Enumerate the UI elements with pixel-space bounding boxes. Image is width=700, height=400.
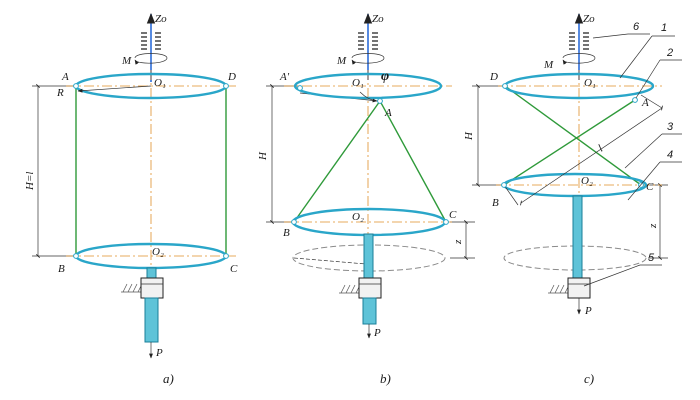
center-o2-label-b: O₂ xyxy=(352,211,364,223)
figure-a: Zo M H=l R A D B C O₁ O₂ xyxy=(24,12,238,386)
center-o1-label-c: O₁ xyxy=(584,77,596,89)
axis-label-a: Zo xyxy=(155,13,167,25)
point-d-label-c: D xyxy=(489,71,498,83)
radius-line-a xyxy=(77,85,152,93)
clamp-block-b xyxy=(358,277,382,299)
moment-arc-b xyxy=(351,53,385,65)
rod-long-b xyxy=(362,297,377,325)
ground-hatch-a xyxy=(121,283,143,293)
center-o1-label-b: O₁ xyxy=(352,77,364,89)
dim-label-z-c: z xyxy=(647,223,659,229)
force-label-b: P xyxy=(373,327,381,339)
node-c-a xyxy=(223,253,229,259)
ground-hatch-c xyxy=(548,284,570,294)
node-a-a xyxy=(73,83,79,89)
top-support-c xyxy=(569,32,589,50)
radius-label-a: R xyxy=(56,87,64,99)
point-a-label-b: A xyxy=(384,107,392,119)
callout-5: 5 xyxy=(648,252,655,264)
moment-label-b: M xyxy=(336,55,347,67)
node-c-b xyxy=(443,219,449,225)
node-a-c xyxy=(632,97,638,103)
caption-b: b) xyxy=(380,371,391,386)
node-aprime-b xyxy=(297,85,303,91)
node-b-c xyxy=(501,182,507,188)
center-o2-label-c: O₂ xyxy=(581,175,593,187)
top-support-b xyxy=(358,32,378,50)
dim-label-z-b: z xyxy=(452,239,464,245)
point-c-label-b: C xyxy=(449,209,457,221)
point-d-label-a: D xyxy=(227,71,236,83)
moment-label-c: M xyxy=(543,59,554,71)
length-label-c: l xyxy=(596,143,605,155)
caption-a: a) xyxy=(163,371,174,386)
dim-label-h-c: H xyxy=(463,131,475,141)
moment-label-a: M xyxy=(121,55,132,67)
force-label-a: P xyxy=(155,347,163,359)
center-o2-label-a: O₂ xyxy=(152,246,164,258)
rod-short-b xyxy=(363,233,374,279)
dim-line-l-c xyxy=(520,105,663,206)
dim-label-h-a: H=l xyxy=(24,172,36,191)
ground-hatch-b xyxy=(339,284,361,294)
thread-ab-b xyxy=(293,100,381,223)
callout-4: 4 xyxy=(667,149,673,161)
callouts-c: 6 1 2 3 4 5 xyxy=(583,21,682,287)
point-b-label-b: B xyxy=(283,227,290,239)
point-b-label-c: B xyxy=(492,197,499,209)
figure-b: Zo M H z φ A' A B C O₁ O₂ xyxy=(257,12,475,386)
thread-ab-c xyxy=(503,99,636,186)
point-c-label-a: C xyxy=(230,263,238,275)
node-a-b xyxy=(377,98,383,104)
angle-arc-b xyxy=(359,91,378,103)
point-c-label-c: C xyxy=(646,181,654,193)
callout-3: 3 xyxy=(667,121,674,133)
callout-1: 1 xyxy=(661,22,667,34)
axis-label-c: Zo xyxy=(583,13,595,25)
figure-c: Zo M H z l D A B C O₁ O₂ xyxy=(463,12,682,386)
rod-long-a xyxy=(144,297,159,343)
angle-label-b: φ xyxy=(381,69,389,84)
node-d-c xyxy=(502,83,508,89)
callout-6: 6 xyxy=(633,21,640,33)
node-b-a xyxy=(73,253,79,259)
callout-2: 2 xyxy=(666,47,673,59)
center-o1-label-a: O₁ xyxy=(154,77,166,89)
caption-c: c) xyxy=(584,371,594,386)
point-a-label-a: A xyxy=(61,71,69,83)
node-d-a xyxy=(223,83,229,89)
top-support-a xyxy=(141,32,161,50)
clamp-block-a xyxy=(140,277,164,299)
thread-ac-b xyxy=(379,100,447,223)
moment-arc-c xyxy=(562,53,596,65)
point-b-label-a: B xyxy=(58,263,65,275)
axis-label-b: Zo xyxy=(372,13,384,25)
point-aprime-label-b: A' xyxy=(279,71,290,83)
dim-label-h-b: H xyxy=(257,151,269,161)
clamp-block-c xyxy=(567,277,591,299)
node-b-b xyxy=(291,219,297,225)
point-a-label-c: A xyxy=(641,97,649,109)
force-label-c: P xyxy=(584,305,592,317)
moment-arc-a xyxy=(134,53,168,65)
rod-long-c xyxy=(572,195,583,279)
